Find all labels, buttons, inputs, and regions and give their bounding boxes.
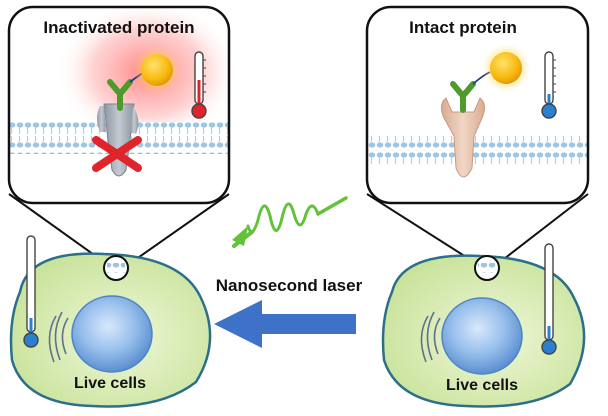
left-zoom-line-b [131, 193, 230, 263]
left-cell-label: Live cells [74, 375, 146, 392]
process-arrow [214, 300, 356, 348]
intact-protein [440, 97, 486, 178]
laser-pulse-icon [232, 196, 348, 248]
right-cell-label: Live cells [446, 377, 518, 394]
left-cell: Live cells [9, 235, 212, 408]
nucleus-right [441, 297, 523, 375]
right-panel-title: Intact protein [409, 18, 517, 37]
right-zoom-line-b [499, 193, 589, 263]
left-panel-title: Inactivated protein [43, 18, 194, 37]
golgi-right [420, 311, 441, 363]
cell-membrane-right [367, 134, 588, 166]
nucleus-left [71, 295, 153, 373]
thermometer-hot-icon [191, 51, 207, 119]
cell-thermometer-left-icon [23, 235, 39, 348]
thermometer-cool-icon [541, 51, 557, 119]
cell-thermometer-right-icon [541, 243, 557, 355]
red-x-icon [92, 136, 142, 172]
left-zoom-panel: Inactivated protein [7, 5, 231, 263]
right-zoom-panel: Intact protein [365, 5, 590, 263]
right-zoom-line-a [366, 193, 475, 263]
gold-nanoparticle-right-icon [482, 44, 530, 92]
laser-label: Nanosecond laser [216, 276, 363, 295]
gold-nanoparticle-left-icon [133, 46, 181, 94]
right-cell: Live cells [381, 243, 586, 408]
golgi-left [48, 311, 69, 363]
binder-molecule-right [450, 71, 491, 113]
left-zoom-line-a [8, 193, 105, 263]
